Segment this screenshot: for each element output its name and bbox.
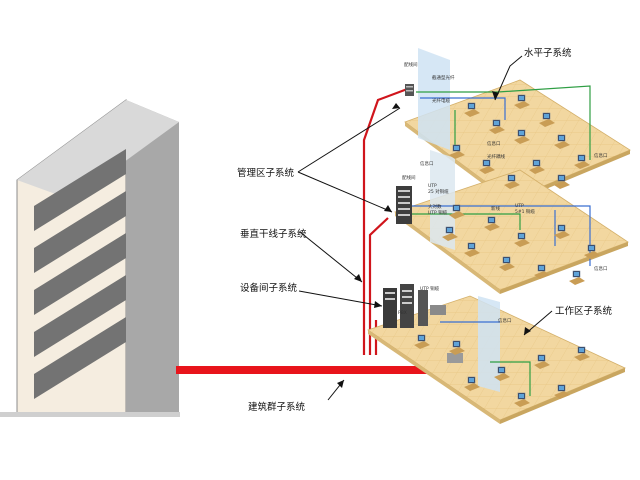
- rack-equipment-room: [383, 284, 463, 363]
- mid-utp3-text: UTP: [515, 203, 524, 209]
- mid-utp1-text: UTP: [428, 183, 437, 189]
- mid-fiber-text: 新线: [491, 205, 500, 212]
- workstation: [539, 112, 555, 127]
- building-illustration: [0, 99, 180, 417]
- workstation: [449, 340, 465, 355]
- workstation: [514, 94, 530, 109]
- top-outlet1-text: 信息口: [487, 140, 501, 147]
- workstation: [442, 226, 458, 241]
- mid-utp3b-text: 5#1 铜缆: [515, 208, 535, 215]
- label-equipment-subsystem: 设备间子系统: [240, 282, 298, 294]
- horizontal-cables: [398, 85, 591, 396]
- workstation: [414, 334, 430, 349]
- label-backbone-subsystem: 垂直干线子系统: [240, 228, 307, 240]
- label-work-area-subsystem: 工作区子系统: [555, 305, 613, 317]
- callout-arrowheads: [337, 91, 531, 388]
- workstation: [499, 256, 515, 271]
- building-windows: [34, 149, 126, 399]
- equipment-racks: [383, 84, 463, 363]
- workstation: [529, 159, 545, 174]
- workstation: [554, 134, 570, 149]
- workstation: [514, 232, 530, 247]
- workstation: [504, 174, 520, 189]
- workstation: [489, 119, 505, 134]
- campus-red-link: [176, 366, 428, 374]
- workstation: [569, 270, 585, 285]
- top-room-text: 配线间: [404, 61, 418, 68]
- workstation: [464, 242, 480, 257]
- mid-pair-text: 大对数: [428, 203, 442, 210]
- riser-shaft-panels: [418, 48, 500, 392]
- building-roof: [17, 100, 179, 200]
- workstation: [534, 354, 550, 369]
- building-side-face: [126, 100, 179, 415]
- workstation: [494, 366, 510, 381]
- top-outlet2-text: 信息口: [594, 152, 608, 159]
- label-campus-subsystem: 建筑群子系统: [248, 401, 306, 413]
- workstation: [514, 129, 530, 144]
- floor-annotations: 配线间 截通型光纤 光纤电缆 信息口 光纤耦线 信息口 配线间 UTP 25 对…: [398, 61, 608, 324]
- mid-utp2-text: UTP 铜缆: [428, 209, 448, 216]
- top-cable2-text: 光纤电缆: [432, 97, 450, 104]
- workstation: [484, 216, 500, 231]
- label-admin-subsystem: 管理区子系统: [237, 167, 295, 179]
- workstation: [574, 346, 590, 361]
- workstation: [574, 154, 590, 169]
- top-room-text-mid: 配线间: [402, 174, 416, 181]
- rack-top: [405, 84, 414, 96]
- workstation: [464, 102, 480, 117]
- workstation: [479, 159, 495, 174]
- low-utp-text: UTP 铜缆: [420, 285, 440, 292]
- low-pbx-text: PBX: [398, 310, 407, 316]
- workstation: [514, 392, 530, 407]
- top-fiber-text: 光纤耦线: [487, 153, 505, 160]
- workstation: [554, 224, 570, 239]
- callout-lines: [297, 55, 553, 401]
- workstation: [449, 204, 465, 219]
- mid-outlet-text: 信息口: [420, 160, 434, 167]
- mid-utp1b-text: 25 对铜缆: [428, 188, 449, 195]
- top-cable1-text: 截通型光纤: [432, 74, 455, 81]
- label-horizontal-subsystem: 水平子系统: [524, 47, 572, 59]
- workstation: [554, 174, 570, 189]
- mid-outlet2-text: 信息口: [594, 265, 608, 272]
- workstation: [534, 264, 550, 279]
- workstation: [584, 244, 600, 259]
- workstation: [449, 144, 465, 159]
- workstation: [464, 376, 480, 391]
- workstations: [414, 94, 600, 407]
- low-outlet-text: 信息口: [498, 317, 512, 324]
- workstation: [554, 384, 570, 399]
- rack-middle: [396, 186, 412, 224]
